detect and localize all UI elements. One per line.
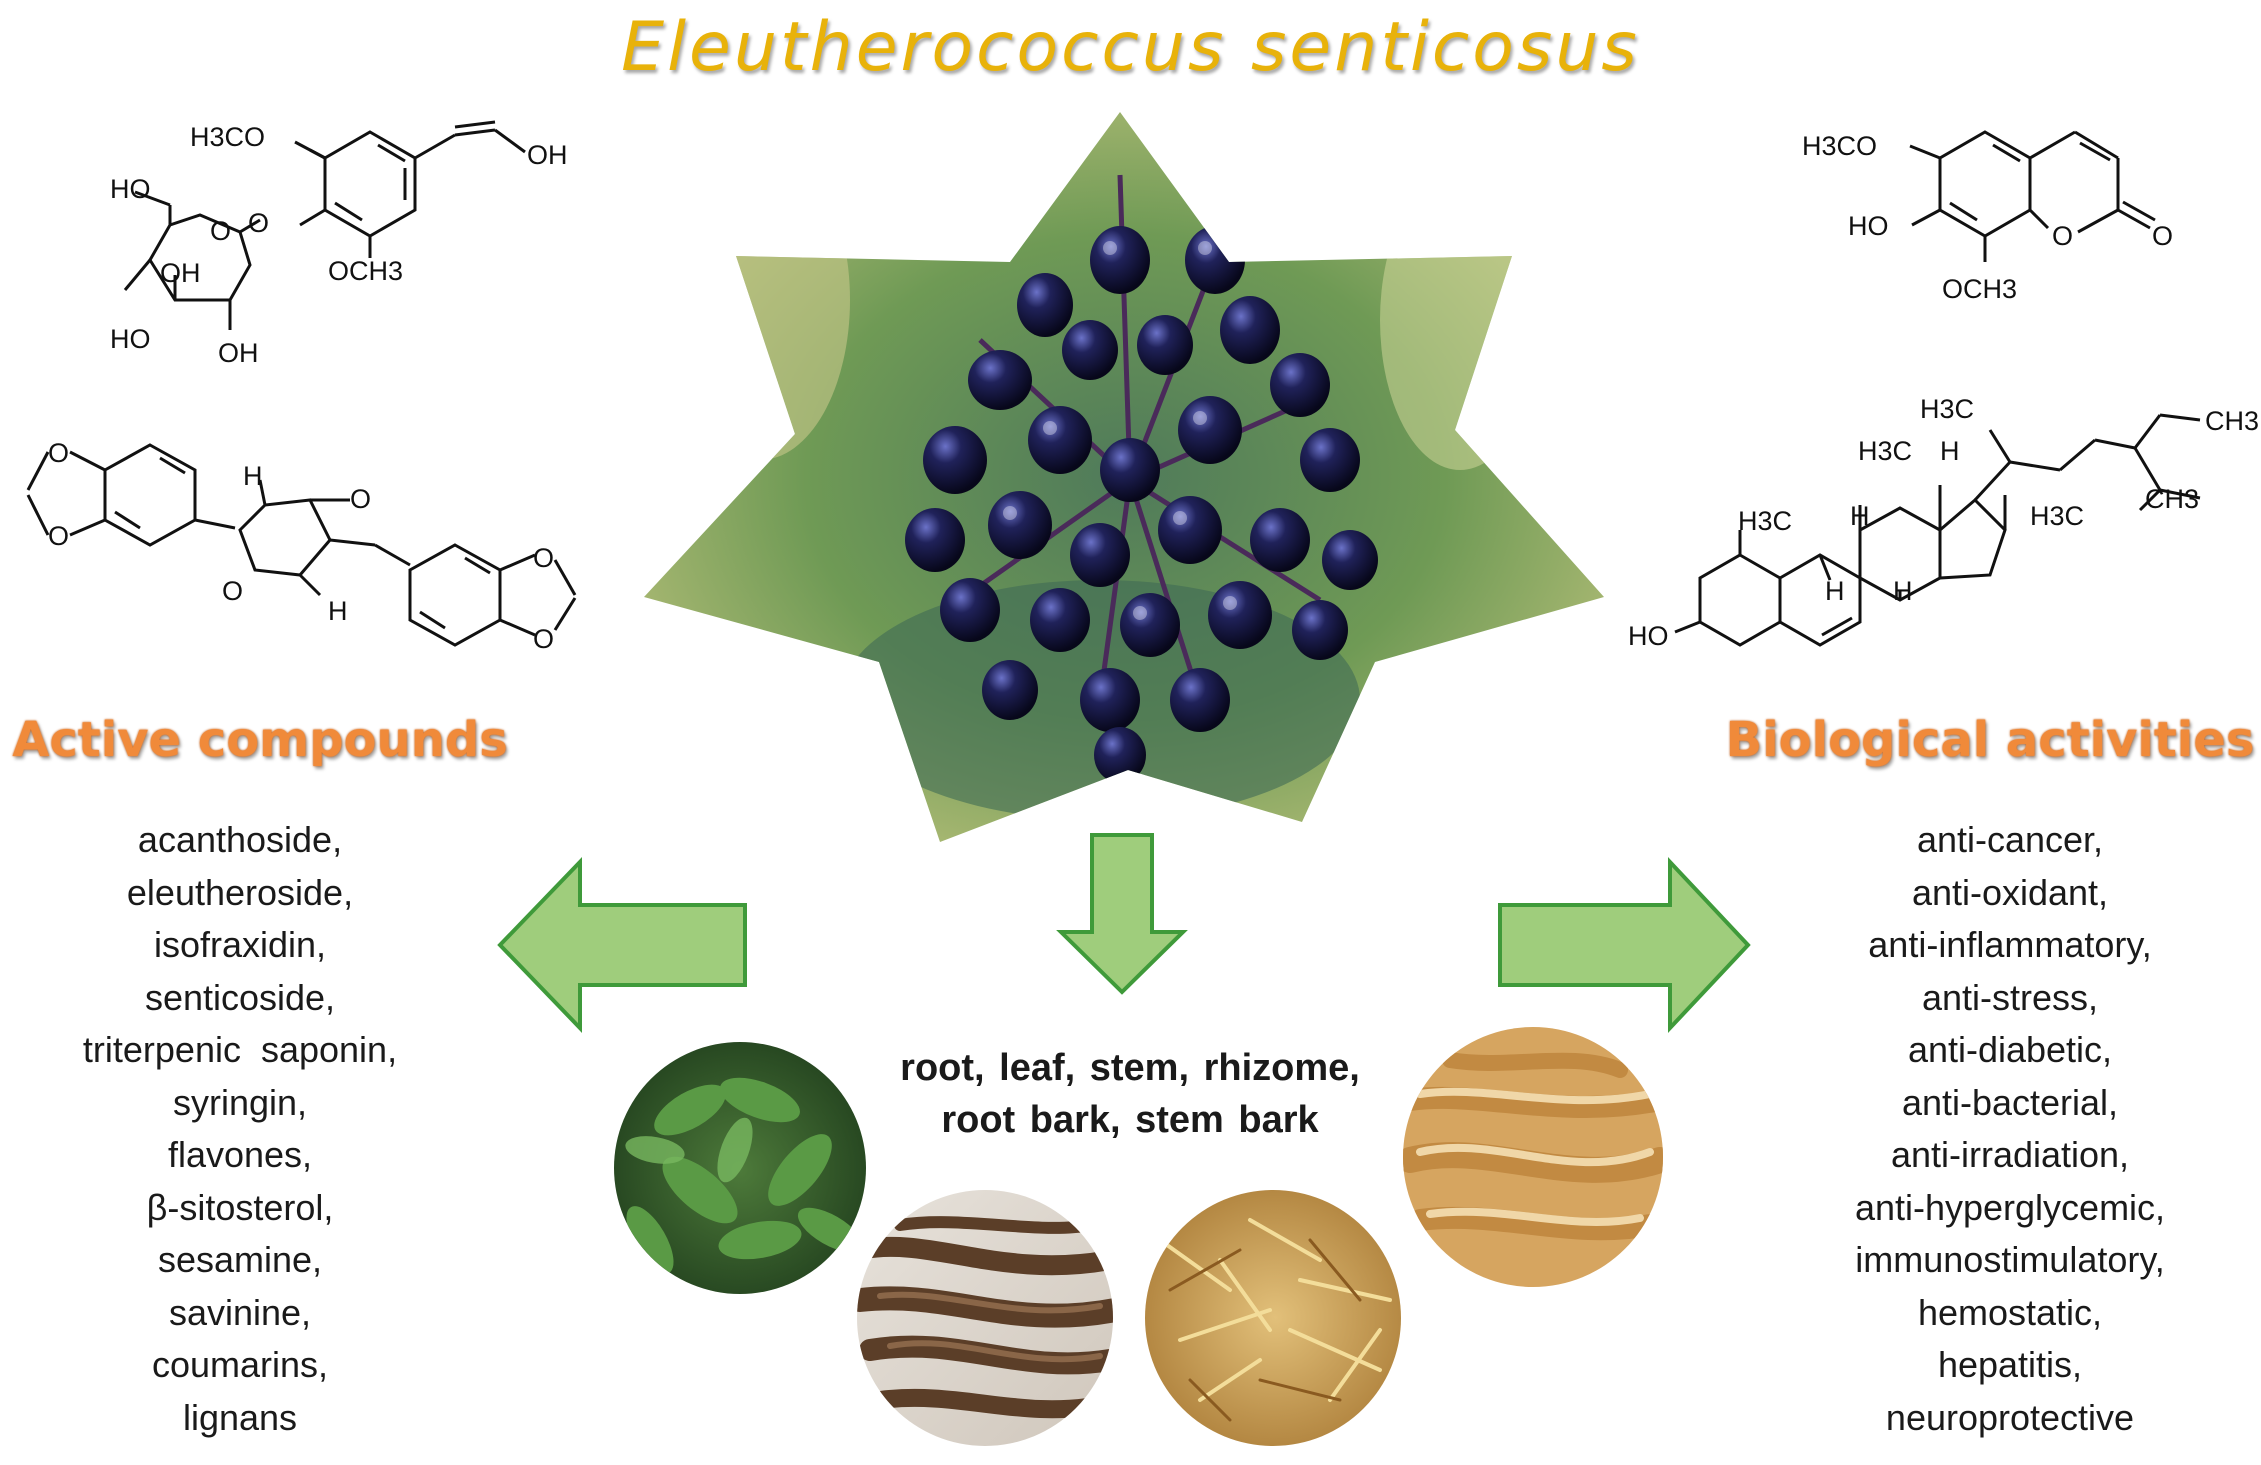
list-item: anti-oxidant, [1911, 871, 2109, 913]
leaf-photo [614, 1042, 866, 1294]
list-item: triterpenic saponin, [82, 1029, 398, 1070]
sesamin-structure: H O H O O O O O [26, 438, 577, 654]
svg-text:O: O [2152, 221, 2173, 251]
svg-text:H: H [243, 461, 263, 491]
list-item: coumarins, [151, 1344, 329, 1385]
svg-text:CH3: CH3 [2145, 484, 2199, 514]
list-item: anti-hyperglycemic, [1854, 1186, 2166, 1228]
svg-text:O: O [248, 208, 269, 238]
plant-parts-label: root, leaf, stem, rhizome, root bark, st… [860, 1042, 1400, 1146]
down-arrow [1056, 833, 1188, 995]
active-compounds-list: acanthoside, eleutheroside, isofraxidin,… [30, 814, 450, 1444]
svg-text:O: O [48, 438, 69, 468]
list-item: syringin, [172, 1081, 308, 1123]
list-item: anti-bacterial, [1901, 1081, 2119, 1123]
list-item: anti-inflammatory, [1868, 924, 2152, 965]
svg-text:H3C: H3C [1920, 394, 1974, 424]
list-item: flavones, [167, 1134, 313, 1175]
biological-activities-list: anti-cancer, anti-oxidant, anti-inflamma… [1800, 814, 2220, 1444]
svg-text:H3C: H3C [1738, 506, 1792, 536]
list-item: savinine, [168, 1291, 312, 1333]
svg-text:O: O [2052, 221, 2073, 251]
list-item: lignans [182, 1396, 298, 1438]
isofraxidin-structure: H3CO HO OCH3 O O [1802, 130, 2173, 304]
svg-text:CH3: CH3 [2205, 406, 2259, 436]
berry-star-photo [644, 112, 1604, 842]
shredded-stem-photo [1145, 1190, 1401, 1446]
list-item: β-sitosterol, [146, 1186, 334, 1228]
list-item: anti-irradiation, [1890, 1134, 2130, 1175]
svg-text:H: H [1940, 436, 1960, 466]
plant-parts-line-2: root bark, stem bark [941, 1099, 1319, 1141]
svg-text:OH: OH [527, 140, 568, 170]
svg-text:HO: HO [1628, 621, 1669, 651]
svg-text:O: O [222, 576, 243, 606]
svg-text:H: H [1893, 576, 1913, 606]
sitosterol-structure: H3C H3C H3C CH3 H3C CH3 H H H H HO [1628, 394, 2259, 651]
svg-text:O: O [210, 216, 231, 246]
list-item: anti-diabetic, [1907, 1029, 2113, 1070]
right-arrow [1498, 856, 1751, 1034]
svg-text:H: H [1850, 501, 1870, 531]
svg-text:OCH3: OCH3 [1942, 274, 2017, 304]
list-item: senticoside, [144, 976, 336, 1018]
root-photo [1403, 1027, 1663, 1287]
svg-text:HO: HO [1848, 211, 1889, 241]
root-bark-photo [857, 1190, 1113, 1446]
svg-text:H3CO: H3CO [190, 122, 265, 152]
left-arrow [497, 857, 747, 1033]
page-title: Eleutherococcus senticosus [621, 8, 1640, 87]
svg-text:OH: OH [160, 258, 201, 288]
svg-text:H3CO: H3CO [1802, 131, 1877, 161]
biological-activities-heading: Biological activities [1725, 712, 2255, 768]
list-item: hemostatic, [1917, 1291, 2103, 1333]
list-item: sesamine, [157, 1239, 323, 1280]
list-item: hepatitis, [1937, 1344, 2083, 1385]
svg-text:O: O [533, 543, 554, 573]
list-item: anti-cancer, [1916, 819, 2104, 860]
list-item: neuroprotective [1885, 1396, 2135, 1438]
svg-text:HO: HO [110, 174, 151, 204]
svg-text:H3C: H3C [1858, 436, 1912, 466]
list-item: eleutheroside, [126, 871, 354, 913]
plant-parts-line-1: root, leaf, stem, rhizome, [900, 1047, 1360, 1089]
list-item: anti-stress, [1921, 976, 2099, 1018]
svg-text:H: H [1825, 576, 1845, 606]
svg-text:OCH3: OCH3 [328, 256, 403, 286]
svg-text:O: O [48, 521, 69, 551]
svg-text:O: O [350, 484, 371, 514]
svg-text:O: O [533, 624, 554, 654]
svg-text:OH: OH [218, 338, 259, 368]
svg-text:H: H [328, 596, 348, 626]
active-compounds-heading: Active compounds [12, 712, 508, 768]
list-item: isofraxidin, [153, 924, 327, 965]
list-item: acanthoside, [137, 819, 343, 860]
syringin-structure: H3CO OH HO O OCH3 O OH HO OH [110, 120, 568, 368]
list-item: immunostimulatory, [1855, 1239, 2165, 1280]
svg-text:H3C: H3C [2030, 501, 2084, 531]
svg-text:HO: HO [110, 324, 151, 354]
